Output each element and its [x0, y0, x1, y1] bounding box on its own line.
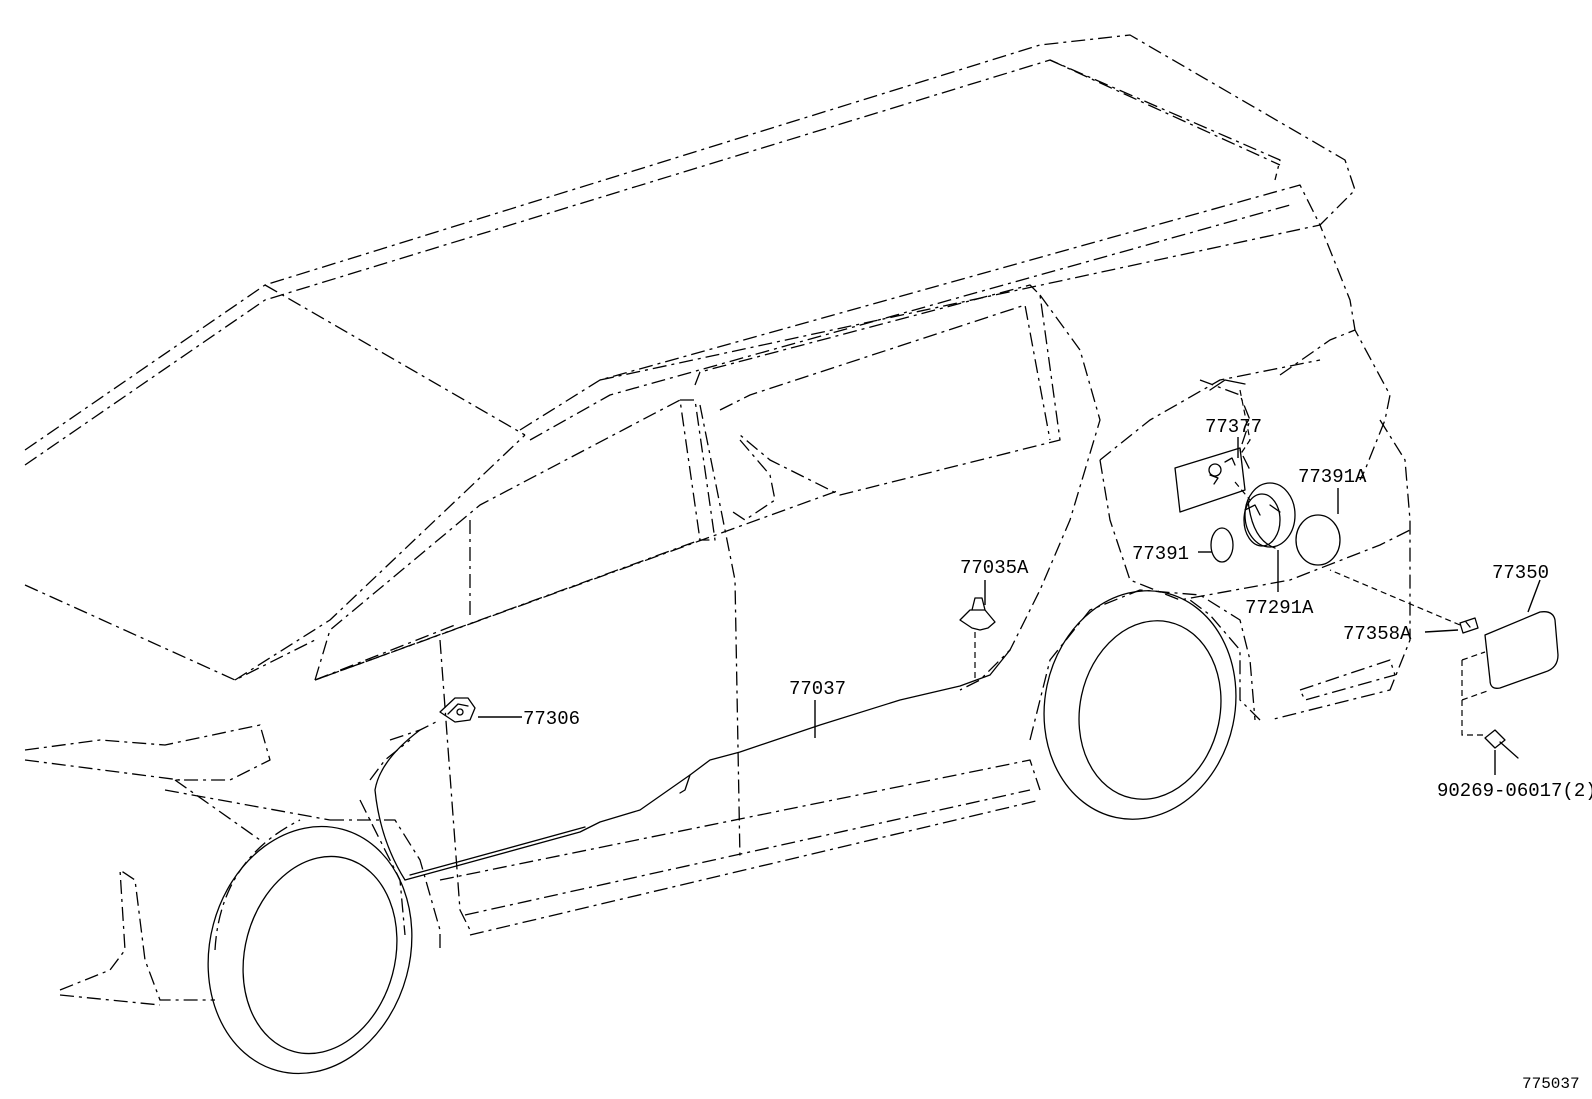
- vehicle-body-outline: [24, 34, 1411, 1006]
- part-77358A-clip: [1329, 569, 1479, 634]
- label-77391[interactable]: 77391: [1132, 543, 1189, 565]
- part-77291A-cap: [1243, 482, 1296, 549]
- part-77377-housing: [1174, 447, 1246, 513]
- label-77358A[interactable]: 77358A: [1343, 623, 1412, 645]
- part-labels: 77377 77391A 77391 77291A 77035A 77350 7…: [523, 416, 1592, 802]
- part-77391-seal: [1210, 527, 1234, 563]
- label-77291A[interactable]: 77291A: [1245, 597, 1314, 619]
- part-77035A-clamp: [959, 597, 996, 680]
- label-77035A[interactable]: 77035A: [960, 557, 1029, 579]
- label-77377[interactable]: 77377: [1205, 416, 1262, 438]
- part-77350-fuel-lid: [1461, 611, 1559, 736]
- label-77037[interactable]: 77037: [789, 678, 846, 700]
- fuel-inlet-outline: [1209, 379, 1251, 501]
- part-77391A-gasket: [1295, 514, 1341, 566]
- part-90269-rivet: [1484, 729, 1519, 759]
- cable-77037: [374, 649, 1011, 881]
- front-wheel: [207, 819, 413, 1075]
- label-77391A[interactable]: 77391A: [1298, 466, 1367, 488]
- rear-wheel: [1043, 590, 1237, 820]
- part-77306-bracket: [439, 697, 476, 723]
- label-77350[interactable]: 77350: [1492, 562, 1549, 584]
- leader-lines: [478, 437, 1541, 775]
- label-90269-06017[interactable]: 90269-06017(2): [1437, 780, 1592, 802]
- diagram-reference-number: 775037: [1522, 1075, 1580, 1093]
- label-77306[interactable]: 77306: [523, 708, 580, 730]
